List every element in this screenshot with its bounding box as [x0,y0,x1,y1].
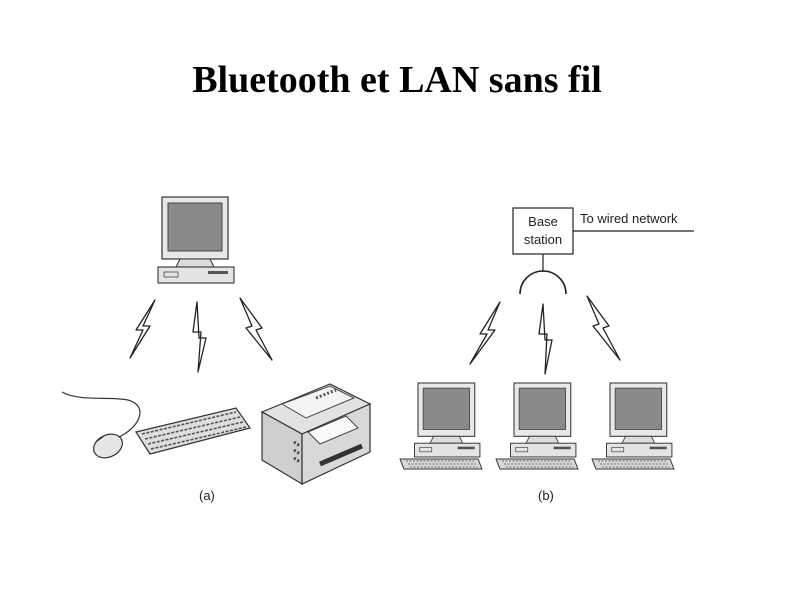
bluetooth-desktop-computer [157,196,235,284]
lan-desktop-computer [399,382,483,470]
caption-b: (b) [538,488,554,503]
printer-icon [260,383,372,486]
base-station-label-line1: Base [528,214,558,229]
base-station-label-line2: station [524,232,562,247]
wireless-link-bolt [538,303,553,375]
base-station [512,207,694,295]
lan-desktop-computer [591,382,675,470]
keyboard-icon [135,407,251,455]
slide-title: Bluetooth et LAN sans fil [192,59,602,101]
wireless-link-bolt [129,299,156,359]
wireless-link-bolt [192,301,207,373]
mouse-icon [61,391,141,459]
wired-network-label: To wired network [580,211,678,226]
wireless-link-bolt [586,295,621,361]
wireless-link-bolt [239,297,273,361]
lan-desktop-computer [495,382,579,470]
caption-a: (a) [199,488,215,503]
wireless-link-bolt [469,301,501,365]
